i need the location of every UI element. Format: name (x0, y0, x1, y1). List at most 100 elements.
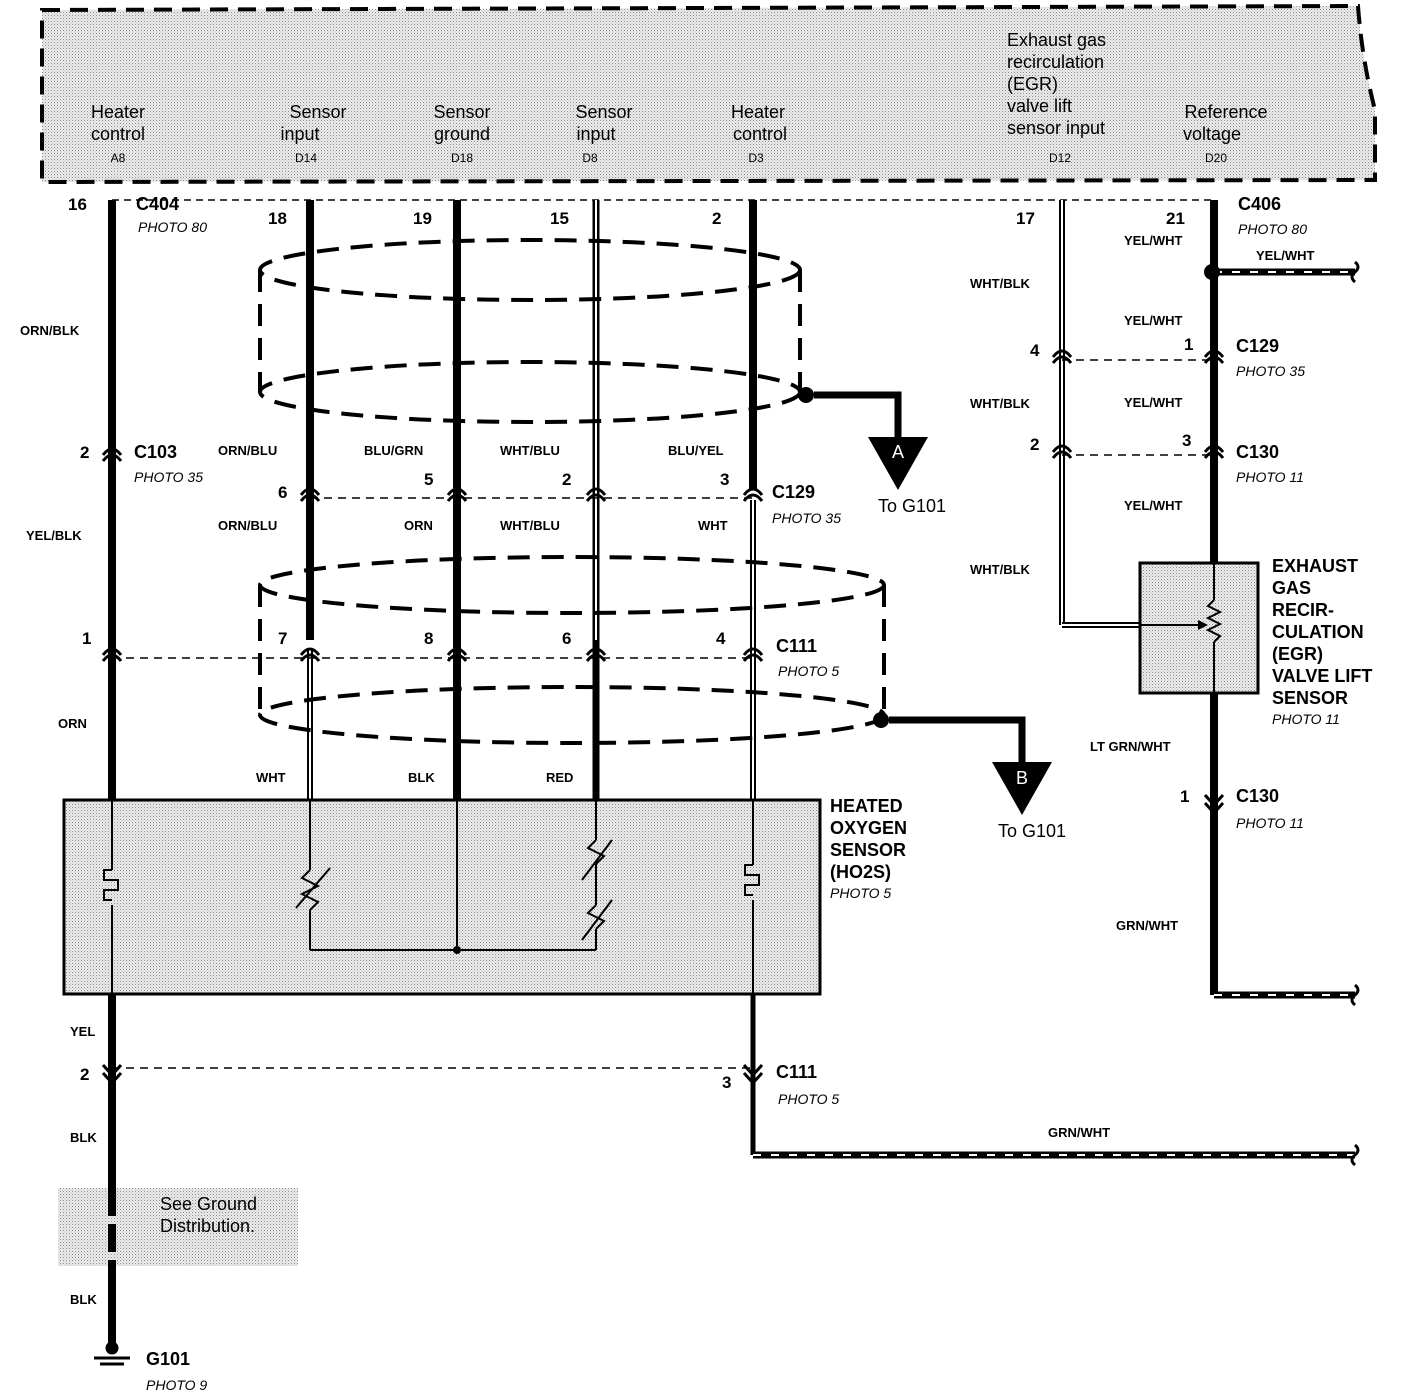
wire-label-wht-2: WHT (256, 770, 286, 785)
wire-label-yel-wht-3: YEL/WHT (1124, 395, 1183, 410)
wire-color-labels: ORN/BLK YEL/BLK ORN ORN/BLU BLU/GRN WHT/… (20, 233, 1315, 1307)
wire-label-orn-blu-1: ORN/BLU (218, 443, 277, 458)
wire-label-wht-blu-2: WHT/BLU (500, 518, 560, 533)
c129-egr-photo: PHOTO 35 (1236, 363, 1305, 379)
ho2s-photo: PHOTO 5 (830, 885, 891, 901)
wire-label-blu-yel: BLU/YEL (668, 443, 724, 458)
c130-egr-pin-3: 3 (1182, 431, 1191, 450)
wire-label-yel-wht-4: YEL/WHT (1124, 498, 1183, 513)
wire-label-grn-wht-2: GRN/WHT (1048, 1125, 1110, 1140)
c111-lower-pin-3: 3 (722, 1073, 731, 1092)
c129-egr-pin-1: 1 (1184, 335, 1193, 354)
egr-sensor-photo: PHOTO 11 (1272, 711, 1340, 727)
c111-pin-4: 4 (716, 629, 726, 648)
connector-chevrons (101, 349, 1225, 1086)
ecm-top-pin-15: 15 (550, 209, 569, 228)
ecm-pin-d12: D12 (1049, 151, 1071, 165)
shield-drains: A To G101 B To G101 (798, 387, 1066, 841)
wire-label-yel: YEL (70, 1024, 95, 1039)
c404-name: C404 (136, 194, 179, 214)
wire-label-wht-blk-3: WHT/BLK (970, 562, 1031, 577)
c129-egr-pin-4: 4 (1030, 341, 1040, 360)
wire-label-yel-wht-2: YEL/WHT (1124, 313, 1183, 328)
c404-photo: PHOTO 80 (138, 219, 207, 235)
wire-label-yel-wht-branch: YEL/WHT (1256, 248, 1315, 263)
wire-label-orn-2: ORN (404, 518, 433, 533)
wire-label-blk-1: BLK (408, 770, 435, 785)
c130-lower-photo: PHOTO 11 (1236, 815, 1304, 831)
ecm-pin-d8: D8 (582, 151, 598, 165)
c129-main-photo: PHOTO 35 (772, 510, 841, 526)
ecm-pin-d3: D3 (748, 151, 764, 165)
ecm-top-pin-18: 18 (268, 209, 287, 228)
c406-photo: PHOTO 80 (1238, 221, 1307, 237)
c111-main-photo: PHOTO 5 (778, 663, 839, 679)
c130-egr-pin-2: 2 (1030, 435, 1039, 454)
ground-ref-b-label: To G101 (998, 821, 1066, 841)
ecm-pin-d14: D14 (295, 151, 317, 165)
wire-label-blk-2: BLK (70, 1130, 97, 1145)
connector-links (112, 359, 1214, 1069)
c111-pin-1: 1 (82, 629, 91, 648)
c103-pin: 2 (80, 443, 89, 462)
wire-label-blu-grn: BLU/GRN (364, 443, 423, 458)
wire-label-lt-grn-wht: LT GRN/WHT (1090, 739, 1171, 754)
c111-lower-pin-2: 2 (80, 1065, 89, 1084)
ecm-box (40, 3, 1377, 185)
ground-ref-b-letter: B (1016, 768, 1028, 788)
c130-egr-photo: PHOTO 11 (1236, 469, 1304, 485)
ground-g101-symbol (94, 1341, 130, 1366)
wire-label-blk-3: BLK (70, 1292, 97, 1307)
ground-g101-name: G101 (146, 1349, 190, 1369)
ground-arrow-b (992, 762, 1052, 815)
ecm-top-pin-2: 2 (712, 209, 721, 228)
c111-lower-name: C111 (776, 1062, 817, 1082)
wire-label-wht-blk-2: WHT/BLK (970, 396, 1031, 411)
c103-photo: PHOTO 35 (134, 469, 203, 485)
ecm-pin-a8: A8 (111, 151, 126, 165)
splice-d20 (1204, 264, 1220, 280)
c111-pin-7: 7 (278, 629, 287, 648)
wire-label-orn-blk: ORN/BLK (20, 323, 80, 338)
ground-ref-a-label: To G101 (878, 496, 946, 516)
c129-pin-6: 6 (278, 483, 287, 502)
c111-pin-6: 6 (562, 629, 571, 648)
ground-arrow-a (868, 437, 928, 490)
wire-label-grn-wht-1: GRN/WHT (1116, 918, 1178, 933)
wire-ends (1350, 260, 1360, 1167)
c404-pin: 16 (68, 195, 87, 214)
c129-pin-5: 5 (424, 470, 433, 489)
wire-label-yel-blk: YEL/BLK (26, 528, 82, 543)
ecm-pin-d18: D18 (451, 151, 473, 165)
ground-ref-a-letter: A (892, 442, 904, 462)
c406-name: C406 (1238, 194, 1281, 214)
ecm-top-pin-17: 17 (1016, 209, 1035, 228)
ecm-pin-d20: D20 (1205, 151, 1227, 165)
c130-egr-name: C130 (1236, 442, 1279, 462)
wire-label-orn: ORN (58, 716, 87, 731)
ecm-top-pin-19: 19 (413, 209, 432, 228)
c111-pin-8: 8 (424, 629, 433, 648)
wire-label-red: RED (546, 770, 573, 785)
wire-label-wht-1: WHT (698, 518, 728, 533)
wire-label-wht-blk-1: WHT/BLK (970, 276, 1031, 291)
wire-label-yel-wht-1: YEL/WHT (1124, 233, 1183, 248)
c406-pin: 21 (1166, 209, 1185, 228)
wire-label-orn-blu-2: ORN/BLU (218, 518, 277, 533)
connector-labels: 16 C404 PHOTO 80 18 19 15 2 17 21 C406 P… (68, 194, 1307, 1107)
shield-upper (258, 238, 802, 424)
c129-pin-2: 2 (562, 470, 571, 489)
